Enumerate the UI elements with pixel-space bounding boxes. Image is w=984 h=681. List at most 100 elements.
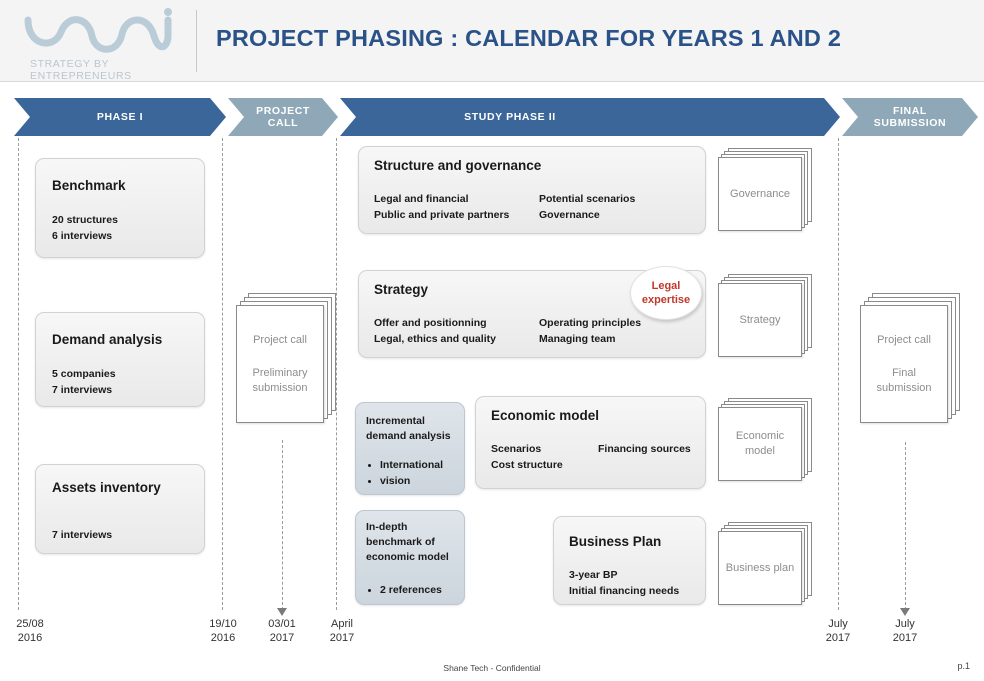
- card-bullet-line: 2 references: [380, 584, 442, 596]
- timeline-divider-5: [838, 138, 839, 610]
- date-day: 03/01: [268, 618, 296, 630]
- document-stack-economic-model[interactable]: Economic model: [718, 398, 818, 488]
- doc-label-line: Final: [892, 366, 916, 379]
- card-detail-line: 5 companies: [52, 368, 116, 380]
- badge-line: Legal: [651, 280, 681, 292]
- card-title: Assets inventory: [52, 480, 161, 495]
- card-detail-line: 3-year BP: [569, 569, 618, 581]
- date-year: 2017: [329, 632, 355, 644]
- logo-tagline: STRATEGY BY ENTREPRENEURS: [30, 58, 132, 82]
- timeline-date-final: July 2017: [875, 617, 935, 645]
- date-day: 19/10: [209, 618, 237, 630]
- bullet-icon: [368, 480, 371, 483]
- doc-label-line: Strategy: [739, 313, 781, 326]
- footer-confidential: Shane Tech - Confidential: [443, 663, 541, 673]
- doc-sheet-front: Project call Preliminary submission: [236, 305, 324, 423]
- card-detail-line: Legal, ethics and quality: [374, 333, 496, 345]
- timeline-arrow-final-submission: [900, 608, 910, 616]
- timeline-divider-2: [222, 138, 223, 610]
- card-detail-line: Managing team: [539, 333, 616, 345]
- bullet-icon: [368, 589, 371, 592]
- phase-label: PHASE I: [96, 110, 144, 123]
- card-detail-line: Operating principles: [539, 317, 642, 329]
- legal-expertise-badge[interactable]: Legal expertise: [630, 266, 702, 320]
- bullet-icon: [368, 464, 371, 467]
- timeline-date-phase1-end: 19/10 2016: [193, 617, 253, 645]
- header-divider: [196, 10, 197, 72]
- card-bullet-line: vision: [380, 475, 411, 487]
- doc-label-line: submission: [252, 381, 308, 394]
- card-title: Strategy: [374, 282, 429, 297]
- date-year: 2017: [892, 632, 918, 644]
- card-incremental-demand-analysis[interactable]: Incremental demand analysis Internationa…: [355, 402, 465, 495]
- phase-label: STUDY PHASE II: [464, 110, 556, 123]
- timeline-date-study-start: April 2017: [312, 617, 372, 645]
- document-stack-project-call[interactable]: Project call Preliminary submission: [236, 293, 340, 428]
- card-title: Demand analysis: [52, 332, 163, 347]
- card-detail-line: Cost structure: [491, 459, 563, 471]
- doc-sheet-front: Strategy: [718, 283, 802, 357]
- page-title: PROJECT PHASING : CALENDAR FOR YEARS 1 A…: [216, 25, 842, 51]
- card-benchmark[interactable]: Benchmark 20 structures 6 interviews: [35, 158, 205, 258]
- doc-label-line: Project call: [877, 333, 931, 346]
- card-title: Benchmark: [52, 178, 126, 193]
- date-year: 2017: [269, 632, 295, 644]
- doc-label-line: Economic: [735, 430, 785, 442]
- timeline-date-start: 25/08 2016: [0, 617, 60, 645]
- date-day: July: [828, 618, 848, 630]
- doc-sheet-front: Project call Final submission: [860, 305, 948, 423]
- timeline-divider-6: [905, 442, 906, 610]
- document-stack-business-plan[interactable]: Business plan: [718, 522, 818, 612]
- date-year: 2017: [825, 632, 851, 644]
- timeline-date-project-call: 03/01 2017: [252, 617, 312, 645]
- date-year: 2016: [210, 632, 236, 644]
- timeline-divider-4: [336, 138, 337, 610]
- doc-label-line: Preliminary: [252, 366, 308, 379]
- doc-label-line: Governance: [730, 187, 790, 200]
- card-detail-line: Legal and financial: [374, 193, 469, 205]
- phase-chevron-study-phase-ii[interactable]: STUDY PHASE II: [340, 98, 840, 136]
- card-in-depth-benchmark[interactable]: In-depth benchmark of economic model 2 r…: [355, 510, 465, 605]
- card-detail-line: Offer and positionning: [374, 317, 487, 329]
- card-detail-line: Public and private partners: [374, 209, 510, 221]
- doc-sheet-front: Business plan: [718, 531, 802, 605]
- card-detail-line: Potential scenarios: [539, 193, 636, 205]
- slide-header: STRATEGY BY ENTREPRENEURS PROJECT PHASIN…: [0, 0, 984, 82]
- date-day: April: [330, 618, 353, 630]
- date-day: July: [895, 618, 915, 630]
- doc-label-line: model: [745, 445, 775, 457]
- doc-label-line: submission: [876, 381, 932, 394]
- card-detail-line: Scenarios: [491, 443, 542, 455]
- card-detail-line: Initial financing needs: [569, 585, 680, 597]
- doc-label-line: Project call: [253, 333, 307, 346]
- doc-sheet-front: Economic model: [718, 407, 802, 481]
- card-detail-line: 7 interviews: [52, 529, 113, 541]
- card-heading-line: Incremental: [366, 415, 425, 427]
- card-heading-line: benchmark of: [366, 536, 435, 548]
- card-heading-line: demand analysis: [366, 430, 451, 442]
- card-detail-line: 6 interviews: [52, 230, 113, 242]
- document-stack-strategy[interactable]: Strategy: [718, 274, 818, 364]
- card-demand-analysis[interactable]: Demand analysis 5 companies 7 interviews: [35, 312, 205, 407]
- document-stack-final-submission[interactable]: Project call Final submission: [860, 293, 964, 428]
- card-heading-line: In-depth: [366, 521, 408, 533]
- card-title: Business Plan: [569, 534, 662, 549]
- date-year: 2016: [17, 632, 43, 644]
- card-economic-model[interactable]: Economic model Scenarios Cost structure …: [475, 396, 706, 489]
- phase-chevron-phase-i[interactable]: PHASE I: [14, 98, 226, 136]
- card-assets-inventory[interactable]: Assets inventory 7 interviews: [35, 464, 205, 554]
- timeline-divider-3: [282, 440, 283, 610]
- card-structure-and-governance[interactable]: Structure and governance Legal and finan…: [358, 146, 706, 234]
- wmi-logo: STRATEGY BY ENTREPRENEURS: [14, 6, 186, 82]
- document-stack-governance[interactable]: Governance: [718, 148, 818, 238]
- badge-line: expertise: [641, 294, 691, 306]
- card-business-plan[interactable]: Business Plan 3-year BP Initial financin…: [553, 516, 706, 605]
- card-detail-line: 7 interviews: [52, 384, 113, 396]
- card-bullet-line: International: [380, 459, 444, 471]
